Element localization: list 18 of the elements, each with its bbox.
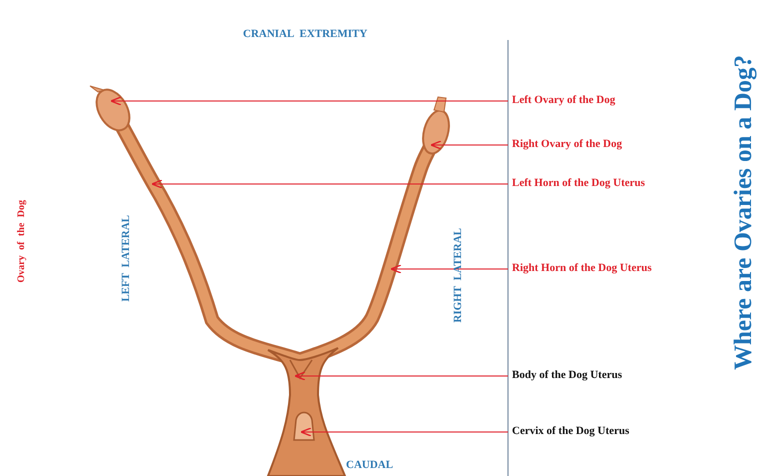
leader-line (300, 427, 508, 437)
part-label: Right Ovary of the Dog (512, 138, 622, 150)
part-label: Right Horn of the Dog Uterus (512, 262, 652, 274)
direction-label: LEFT LATERAL (120, 215, 132, 302)
part-label: Left Horn of the Dog Uterus (512, 177, 645, 189)
leader-line (390, 264, 508, 274)
leader-line (430, 140, 508, 150)
direction-label: RIGHT LATERAL (452, 228, 464, 323)
part-label: Cervix of the Dog Uterus (512, 425, 630, 437)
part-label: Left Ovary of the Dog (512, 94, 616, 106)
leader-line (110, 96, 508, 106)
direction-label: CAUDAL (346, 459, 394, 471)
leader-line (151, 179, 508, 189)
leader-line (294, 371, 508, 381)
part-label: Body of the Dog Uterus (512, 369, 622, 381)
title: Where are Ovaries on a Dog? (730, 55, 758, 370)
side-caption: Ovary of the Dog (16, 200, 27, 283)
direction-label: CRANIAL EXTREMITY (243, 28, 368, 40)
